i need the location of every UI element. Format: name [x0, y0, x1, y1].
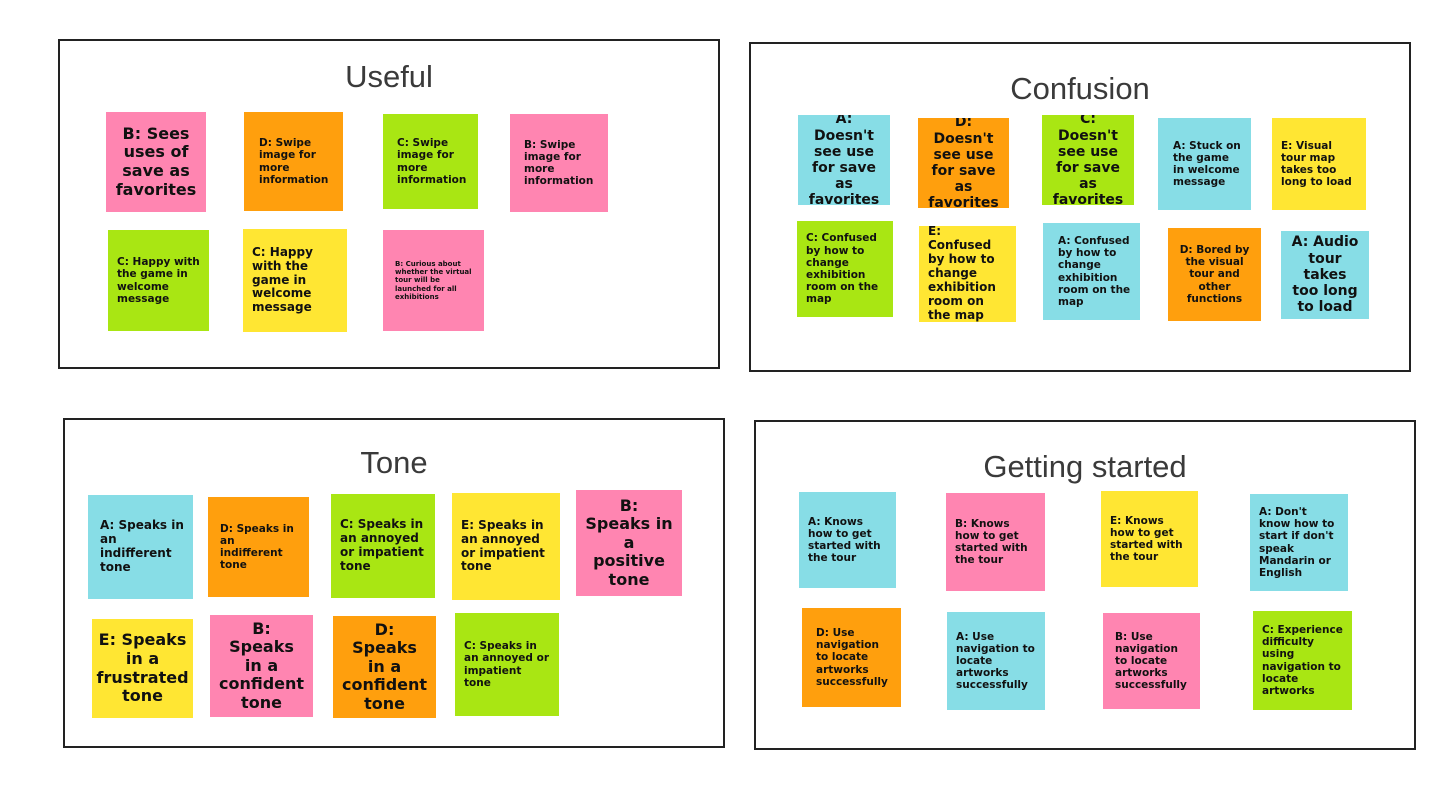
sticky-note[interactable]: C: Happy with the game in welcome messag…: [108, 230, 209, 331]
board-title: Useful: [345, 59, 433, 94]
sticky-note[interactable]: A: Speaks in an indifferent tone: [88, 495, 193, 599]
sticky-note[interactable]: A: Knows how to get started with the tou…: [799, 492, 896, 588]
sticky-note[interactable]: A: Audio tour takes too long to load: [1281, 231, 1369, 319]
sticky-note[interactable]: E: Speaks in a frustrated tone: [92, 619, 193, 718]
sticky-note[interactable]: E: Confused by how to change exhibition …: [919, 226, 1016, 322]
sticky-note[interactable]: D: Speaks in an indifferent tone: [208, 497, 309, 597]
sticky-note[interactable]: B: Knows how to get started with the tou…: [946, 493, 1045, 591]
sticky-note[interactable]: C: Confused by how to change exhibition …: [797, 221, 893, 317]
board-title: Tone: [360, 445, 428, 480]
sticky-note[interactable]: D: Speaks in a confident tone: [333, 616, 436, 718]
sticky-note[interactable]: A: Doesn't see use for save as favorites: [798, 115, 890, 205]
sticky-note[interactable]: D: Use navigation to locate artworks suc…: [802, 608, 901, 707]
sticky-note[interactable]: C: Happy with the game in welcome messag…: [243, 229, 347, 332]
board-title: Getting started: [983, 449, 1187, 484]
sticky-note[interactable]: D: Swipe image for more information: [244, 112, 343, 211]
sticky-note[interactable]: C: Swipe image for more information: [383, 114, 478, 209]
sticky-note[interactable]: D: Doesn't see use for save as favorites: [918, 118, 1009, 208]
sticky-note[interactable]: C: Doesn't see use for save as favorites: [1042, 115, 1134, 205]
sticky-note[interactable]: B: Speaks in a confident tone: [210, 615, 313, 717]
sticky-note[interactable]: D: Bored by the visual tour and other fu…: [1168, 228, 1261, 321]
sticky-note[interactable]: C: Speaks in an annoyed or impatient ton…: [331, 494, 435, 598]
sticky-note[interactable]: B: Curious about whether the virtual tou…: [383, 230, 484, 331]
sticky-note[interactable]: A: Confused by how to change exhibition …: [1043, 223, 1140, 320]
sticky-note[interactable]: B: Sees uses of save as favorites: [106, 112, 206, 212]
sticky-note[interactable]: B: Use navigation to locate artworks suc…: [1103, 613, 1200, 709]
sticky-note[interactable]: E: Knows how to get started with the tou…: [1101, 491, 1198, 587]
sticky-note[interactable]: C: Experience difficulty using navigatio…: [1253, 611, 1352, 710]
sticky-note[interactable]: B: Speaks in a positive tone: [576, 490, 682, 596]
sticky-note[interactable]: E: Speaks in an annoyed or impatient ton…: [452, 493, 560, 600]
board-title: Confusion: [1010, 71, 1150, 106]
sticky-note[interactable]: A: Stuck on the game in welcome message: [1158, 118, 1251, 210]
sticky-note[interactable]: C: Speaks in an annoyed or impatient ton…: [455, 613, 559, 716]
sticky-note[interactable]: B: Swipe image for more information: [510, 114, 608, 212]
sticky-note[interactable]: E: Visual tour map takes too long to loa…: [1272, 118, 1366, 210]
sticky-note[interactable]: A: Use navigation to locate artworks suc…: [947, 612, 1045, 710]
sticky-note[interactable]: A: Don't know how to start if don't spea…: [1250, 494, 1348, 591]
